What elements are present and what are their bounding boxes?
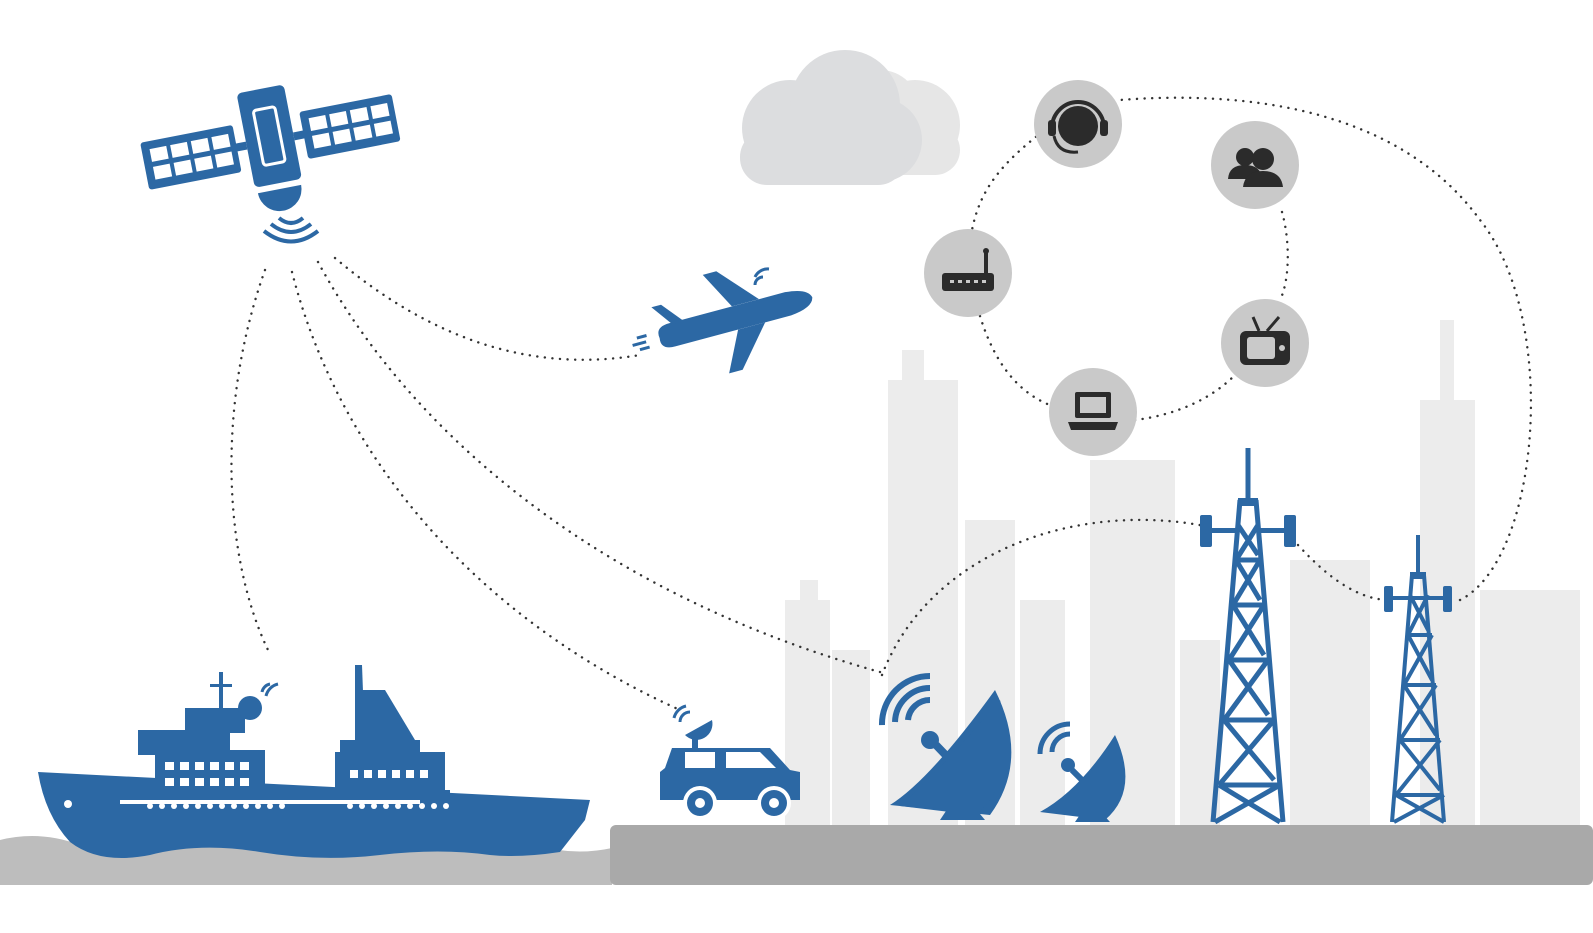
satellite-dish-icon <box>1037 721 1126 822</box>
communication-links <box>230 96 1533 712</box>
signal-waves-icon <box>753 267 770 286</box>
satcom-vehicle-icon <box>660 704 800 820</box>
signal-waves-icon <box>262 216 320 244</box>
satellite-icon <box>140 85 401 212</box>
router-icon <box>924 229 1012 317</box>
tv-icon <box>1221 299 1309 387</box>
users-icon <box>1211 121 1299 209</box>
laptop-icon <box>1049 368 1137 456</box>
cell-tower-icon <box>1384 535 1452 824</box>
cloud-icon <box>740 50 960 185</box>
headset-icon <box>1034 80 1122 168</box>
satellite-dish-icon <box>878 673 1012 820</box>
airplane-icon <box>632 271 813 374</box>
ship-icon <box>38 665 590 859</box>
cell-tower-icon <box>1200 448 1296 825</box>
city-skyline <box>785 320 1580 825</box>
ground-platform <box>610 825 1593 885</box>
